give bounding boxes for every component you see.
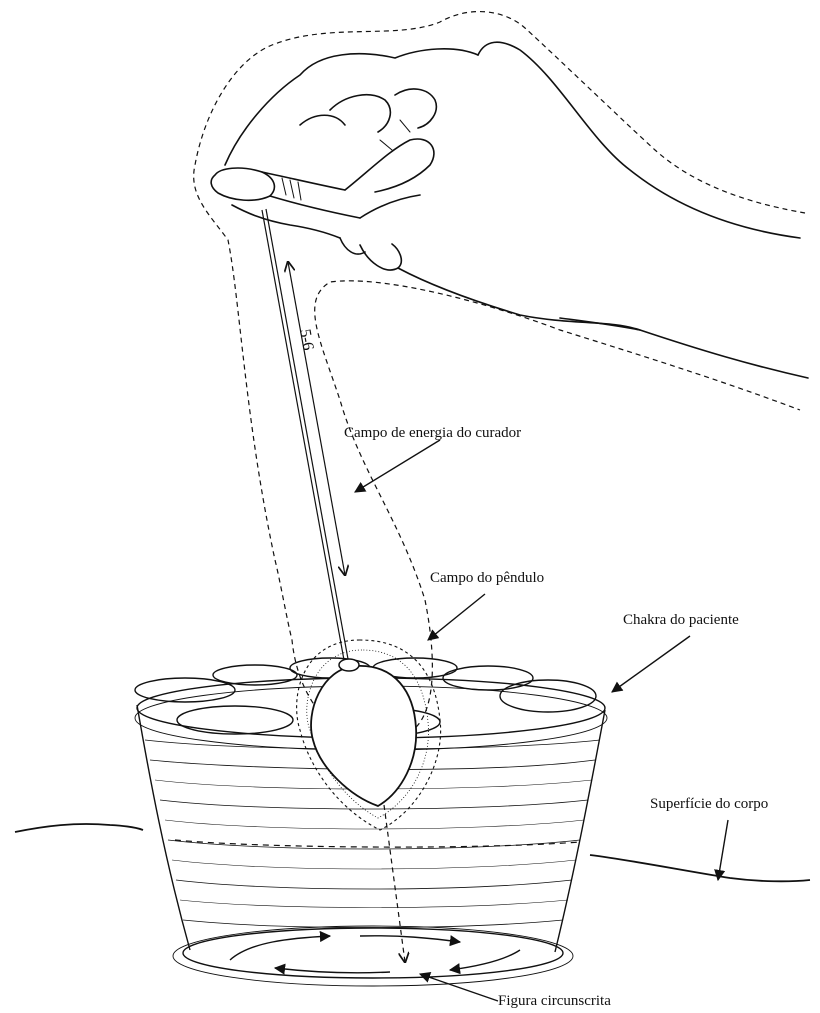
pendulum-string bbox=[262, 210, 344, 660]
body-surface-leader bbox=[718, 820, 728, 880]
healer-energy-field-outline bbox=[194, 12, 805, 743]
hand-drawing bbox=[211, 42, 808, 378]
chakra-leader bbox=[612, 636, 690, 692]
body-surface-line bbox=[15, 824, 143, 832]
pendulum-projection-line bbox=[384, 805, 405, 962]
measurement-arrow bbox=[288, 262, 345, 575]
circumscribed-figure-arrows bbox=[230, 936, 520, 973]
pendulum-field-leader bbox=[428, 594, 485, 640]
body-surface-label: Superfície do corpo bbox=[650, 797, 768, 812]
healer-field-label: Campo de energia do curador bbox=[344, 426, 521, 441]
healer-field-leader bbox=[355, 440, 440, 492]
circumscribed-figure-label: Figura circunscrita bbox=[498, 994, 611, 1009]
pendulum-knob bbox=[339, 659, 359, 671]
patient-chakra-label: Chakra do paciente bbox=[623, 613, 739, 628]
measurement-label: 5-6 bbox=[296, 328, 316, 352]
pendulum-field-label: Campo do pêndulo bbox=[430, 571, 544, 586]
circumscribed-figure-leader bbox=[420, 974, 498, 1001]
